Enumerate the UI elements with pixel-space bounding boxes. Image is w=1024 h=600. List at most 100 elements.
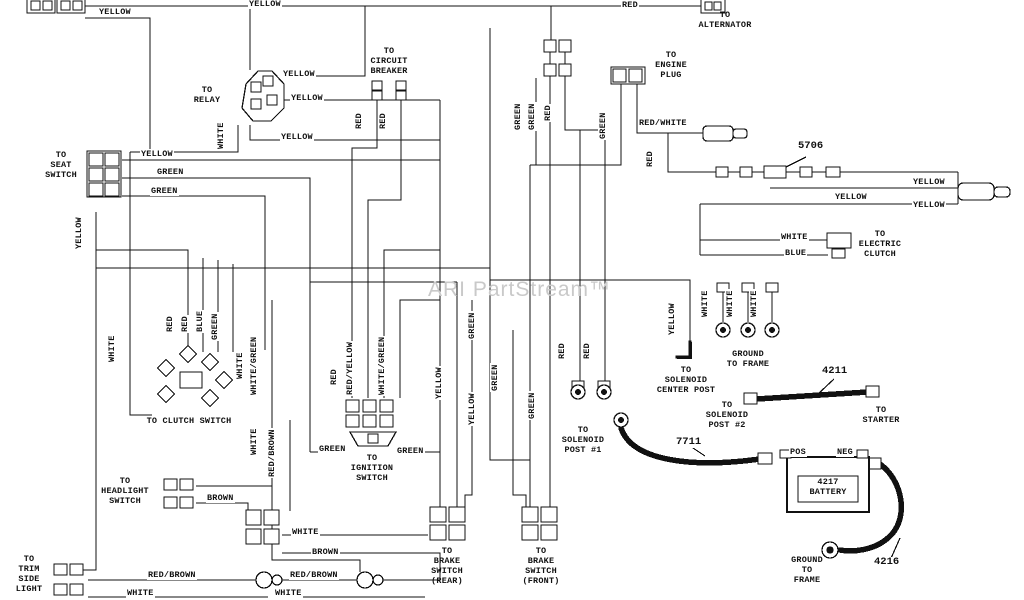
label-to-brake-switch-rear: TO BRAKE SWITCH (REAR) [431, 546, 463, 586]
wire-label-yellow: YELLOW [667, 302, 677, 336]
wire-label-green: GREEN [490, 363, 500, 392]
wire-label-white: WHITE [780, 232, 809, 242]
battery-label: 4217 BATTERY [809, 477, 847, 497]
part-number-7711: 7711 [675, 436, 703, 448]
wire-label-white: WHITE [291, 527, 320, 537]
ground-ring-terminals [715, 282, 780, 338]
label-ground-to-frame-upper: GROUND TO FRAME [726, 349, 770, 369]
label-to-ignition-switch: TO IGNITION SWITCH [350, 453, 394, 483]
wire-label-green: GREEN [156, 167, 185, 177]
engine-plug-connector [610, 66, 646, 85]
wire-label-green: GREEN [318, 444, 347, 454]
label-to-solenoid-center-post: TO SOLENOID CENTER POST [656, 365, 716, 395]
wire-label-white: WHITE [274, 588, 303, 598]
battery [779, 449, 870, 513]
label-to-brake-switch-front: TO BRAKE SWITCH (FRONT) [522, 546, 560, 586]
wire-label-brown: BROWN [311, 547, 340, 557]
wire-label-yellow: YELLOW [280, 132, 314, 142]
top-left-connectors [26, 0, 86, 14]
cable-4211 [754, 389, 871, 402]
wire-label-yellow: YELLOW [290, 93, 324, 103]
wire-label-yellow: YELLOW [834, 192, 868, 202]
wire-label-white: WHITE [749, 289, 759, 318]
wire-label-yellow: YELLOW [140, 149, 174, 159]
wire-label-red: RED [329, 368, 339, 386]
part-number-5706: 5706 [797, 140, 825, 152]
seat-switch-connector [86, 150, 122, 198]
bullet-connector-right [957, 182, 1011, 201]
alternator-connector [700, 0, 726, 14]
wire-label-green: GREEN [513, 102, 523, 131]
wire-label-green: GREEN [527, 391, 537, 420]
ignition-switch-connector [345, 399, 398, 447]
battery-pos-label: POS [789, 447, 807, 457]
connectors [26, 0, 1011, 596]
wire-label-red: RED [165, 315, 175, 333]
wire-label-yellow: YELLOW [248, 0, 282, 9]
inline-round-connectors [255, 571, 384, 589]
label-to-alternator: TO ALTERNATOR [698, 10, 752, 30]
harness-pair-connectors [543, 39, 572, 77]
label-to-clutch-switch: TO CLUTCH SWITCH [146, 416, 232, 426]
headlight-switch-connectors [163, 478, 194, 509]
wire-label-red-white: RED/WHITE [638, 118, 688, 128]
label-to-trim-side-light: TO TRIM SIDE LIGHT [15, 554, 43, 594]
wire-label-green: GREEN [150, 186, 179, 196]
solenoid-center-lead [675, 340, 692, 359]
wire-label-white-green: WHITE/GREEN [377, 335, 387, 396]
wire-label-yellow: YELLOW [282, 69, 316, 79]
wire-label-green: GREEN [467, 311, 477, 340]
wire-label-white: WHITE [216, 121, 226, 150]
wire-label-green: GREEN [396, 446, 425, 456]
cable-7711 [618, 425, 763, 466]
label-to-starter: TO STARTER [862, 405, 900, 425]
wire-label-green: GREEN [598, 111, 608, 140]
label-to-headlight-switch: TO HEADLIGHT SWITCH [101, 476, 149, 506]
wire-label-yellow: YELLOW [912, 200, 946, 210]
cable-end-connectors [613, 385, 882, 559]
harness-block-connector [245, 509, 280, 545]
wire-label-green: GREEN [210, 312, 220, 341]
wire-label-blue: BLUE [195, 309, 205, 333]
wire-label-red: RED [180, 315, 190, 333]
label-to-engine-plug: TO ENGINE PLUG [655, 50, 687, 80]
label-to-solenoid-post-2: TO SOLENOID POST #2 [705, 400, 749, 430]
wire-label-red: RED [582, 342, 592, 360]
wire-label-yellow: YELLOW [74, 216, 84, 250]
label-to-seat-switch: TO SEAT SWITCH [45, 150, 77, 180]
label-to-electric-clutch: TO ELECTRIC CLUTCH [858, 229, 902, 259]
cable-4216 [837, 461, 905, 554]
battery-cables [618, 340, 905, 554]
wire-label-yellow: YELLOW [434, 366, 444, 400]
wire-label-white: WHITE [107, 334, 117, 363]
brake-switch-rear-connector [429, 506, 466, 541]
wire-label-red-brown: RED/BROWN [267, 428, 277, 478]
wire-label-red: RED [621, 0, 639, 10]
label-ground-to-frame-lower: GROUND TO FRAME [791, 555, 823, 585]
wire-label-yellow: YELLOW [912, 177, 946, 187]
electric-clutch-connector [826, 232, 852, 259]
watermark: ARI PartStream™ [428, 278, 612, 301]
battery-neg-label: NEG [836, 447, 854, 457]
leader-lines [689, 156, 901, 566]
label-to-solenoid-post-1: TO SOLENOID POST #1 [561, 425, 605, 455]
wires [82, 5, 959, 598]
wire-label-red: RED [543, 104, 553, 122]
wire-label-white: WHITE [249, 427, 259, 456]
label-to-circuit-breaker: TO CIRCUIT BREAKER [370, 46, 408, 76]
solenoid-ring-terminals [570, 380, 612, 400]
wire-label-white: WHITE [700, 289, 710, 318]
trim-light-connectors [53, 563, 84, 596]
wire-label-white: WHITE [235, 351, 245, 380]
wire-label-brown: BROWN [206, 493, 235, 503]
wire-label-white-green: WHITE/GREEN [249, 335, 259, 396]
wire-label-red: RED [645, 150, 655, 168]
wire-label-blue: BLUE [784, 248, 808, 258]
circuit-breaker-leads [371, 80, 407, 101]
connector-row-5706 [715, 165, 841, 179]
wire-label-white: WHITE [725, 289, 735, 318]
relay-connector [241, 70, 285, 122]
part-number-4211: 4211 [821, 365, 849, 377]
